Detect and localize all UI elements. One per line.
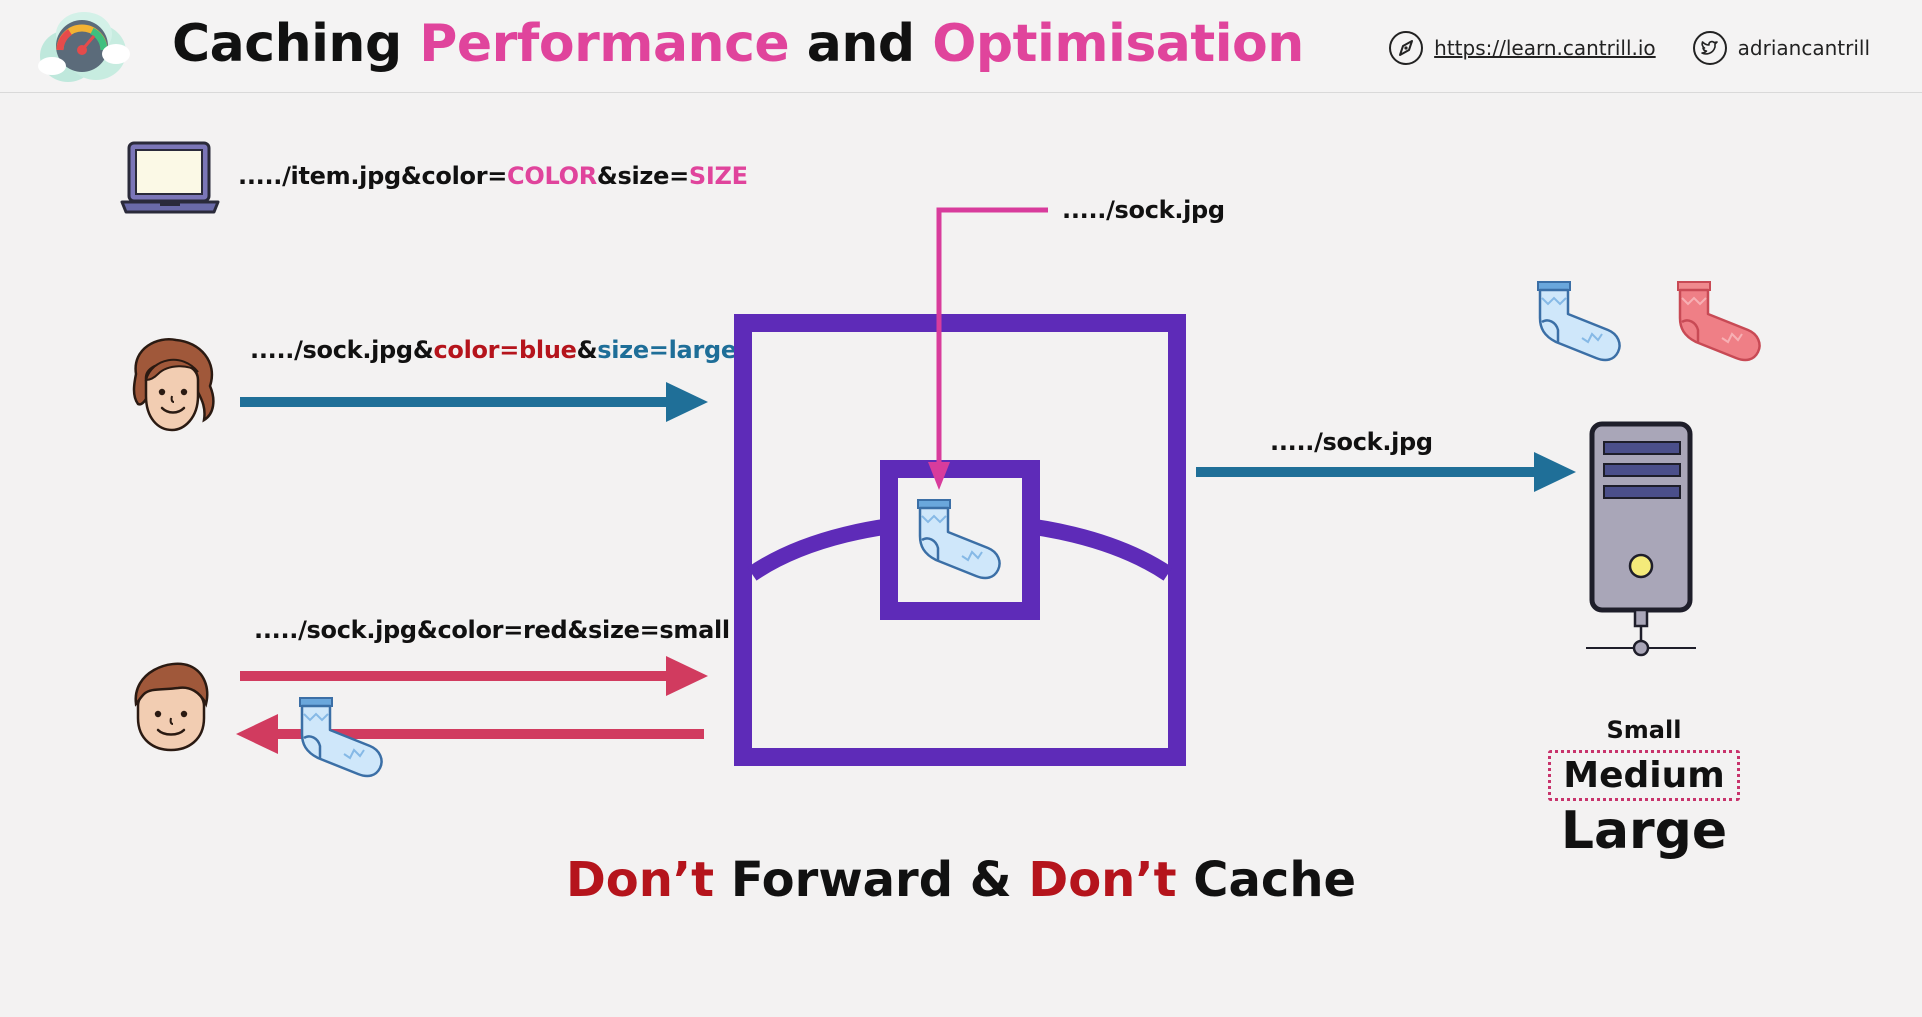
laptop-icon [120, 141, 220, 214]
footer-caption: Don’t Forward & Don’t Cache [0, 852, 1922, 908]
origin-request-url: ...../sock.jpg [1270, 428, 1433, 456]
header-links: https://learn.cantrill.io adriancantrill [1352, 28, 1870, 68]
compass-icon [1389, 31, 1424, 65]
request-arrow-red [240, 656, 708, 696]
twitter-link-group[interactable]: adriancantrill [1692, 30, 1870, 66]
sock-icon [299, 697, 383, 778]
sock-icon [1537, 281, 1621, 362]
edge-location [734, 314, 1186, 766]
twitter-handle: adriancantrill [1737, 36, 1870, 60]
sock-icon [1677, 281, 1761, 362]
title-part: Caching [172, 14, 420, 74]
user-face-icon [132, 338, 215, 432]
url-color-param: COLOR [507, 162, 597, 190]
url-size-param: size=large [597, 336, 737, 364]
website-link[interactable]: https://learn.cantrill.io [1434, 36, 1656, 60]
logo-icon [38, 12, 130, 82]
response-arrow-red [236, 714, 704, 754]
laptop-request-url: ...../item.jpg&color=COLOR&size=SIZE [238, 162, 748, 190]
header: Caching Performance and Optimisation htt… [0, 0, 1922, 93]
size-large: Large [1560, 801, 1728, 861]
title-part-accent: Optimisation [932, 14, 1304, 74]
title-part-accent: Performance [419, 14, 790, 74]
footer-part: Forward & [714, 852, 1029, 908]
server-icon [1586, 421, 1696, 657]
footer-part: Cache [1176, 852, 1357, 908]
website-link-group[interactable]: https://learn.cantrill.io [1388, 30, 1656, 66]
title-part: and [789, 14, 933, 74]
user2-request-url: ...../sock.jpg&color=red&size=small [254, 616, 730, 644]
url-middle: &size= [596, 162, 689, 190]
cache-key-label: ...../sock.jpg [1062, 196, 1225, 224]
url-color-param: color=blue [433, 336, 577, 364]
cache-key-connector [928, 207, 1048, 490]
sock-icon [917, 499, 1001, 580]
user-face-icon [134, 662, 209, 752]
page-title: Caching Performance and Optimisation [172, 14, 1304, 74]
twitter-icon [1692, 31, 1727, 65]
url-separator: & [576, 336, 598, 364]
size-small: Small [1606, 716, 1682, 744]
origin-arrow-blue [1196, 452, 1576, 492]
footer-part-emphasis: Don’t [565, 852, 715, 908]
url-prefix: ...../sock.jpg& [250, 336, 434, 364]
url-size-param: SIZE [688, 162, 748, 190]
size-medium: Medium [1548, 750, 1740, 801]
footer-part-emphasis: Don’t [1028, 852, 1177, 908]
request-arrow-blue [240, 382, 708, 422]
url-prefix: ...../item.jpg&color= [238, 162, 508, 190]
user1-request-url: ...../sock.jpg&color=blue&size=large [250, 336, 737, 364]
size-options: Small Medium Large [1544, 716, 1744, 861]
